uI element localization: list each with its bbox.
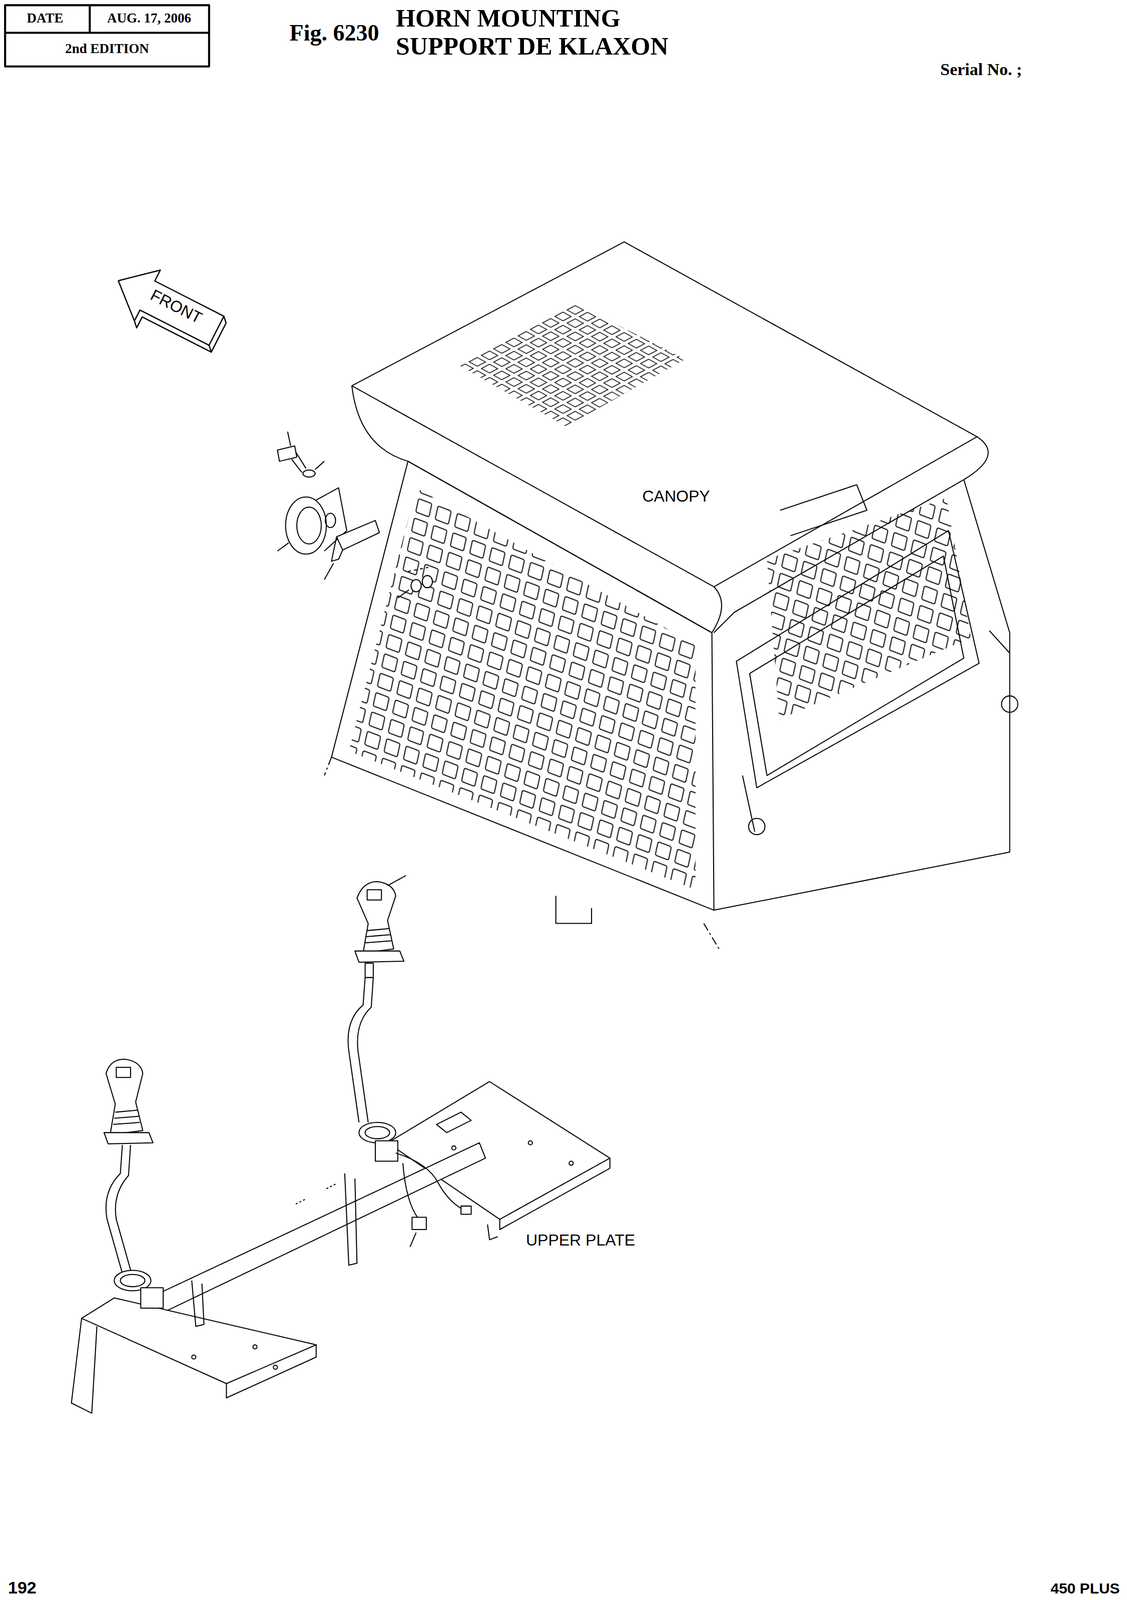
model-name: 450 PLUS xyxy=(1050,1579,1120,1596)
front-arrow xyxy=(103,255,235,363)
part-name: UPPER PLATE xyxy=(522,1230,639,1250)
joystick xyxy=(348,875,407,1122)
table-cell: 2nd EDITION xyxy=(65,41,149,57)
figure-title: HORN MOUNTING SUPPORT DE KLAXON xyxy=(395,4,717,61)
page-number: 192 xyxy=(8,1577,37,1597)
horn-assembly xyxy=(277,431,433,598)
table-cell: AUG. 17, 2006 xyxy=(107,11,192,27)
figure-number: Fig. 6230 xyxy=(289,20,380,47)
joystick xyxy=(104,1058,154,1274)
table-cell: DATE xyxy=(26,11,64,27)
serial-note: Serial No. ; xyxy=(940,60,1022,79)
wire-harness xyxy=(395,1152,472,1247)
canopy xyxy=(305,241,1018,949)
part-name: CANOPY xyxy=(639,486,713,506)
header-box xyxy=(5,5,210,67)
